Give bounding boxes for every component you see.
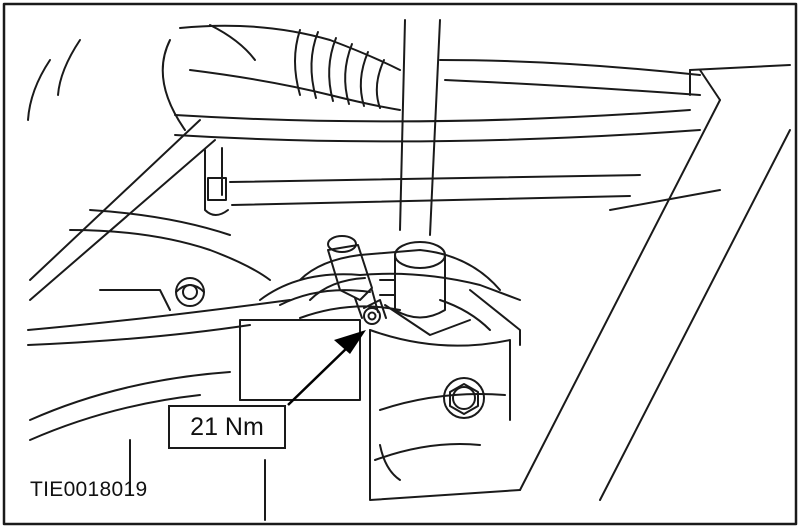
right-bolt	[443, 377, 485, 419]
figure-id-label: TIE0018019	[30, 478, 148, 501]
hose-clip	[207, 177, 227, 201]
left-body-structure	[27, 39, 291, 521]
torque-arrow	[287, 330, 366, 406]
vertical-pipe	[399, 19, 441, 236]
engine-mount-block	[369, 329, 521, 501]
torque-value-label: 21 Nm	[168, 405, 286, 449]
large-connector	[379, 241, 471, 336]
right-strut	[519, 64, 791, 501]
horizontal-pipes	[174, 59, 701, 216]
torque-fitting	[363, 299, 387, 325]
left-bolt	[175, 277, 205, 307]
mounting-bracket	[239, 272, 521, 401]
bellows-hose	[161, 24, 401, 131]
small-connector	[327, 235, 379, 319]
